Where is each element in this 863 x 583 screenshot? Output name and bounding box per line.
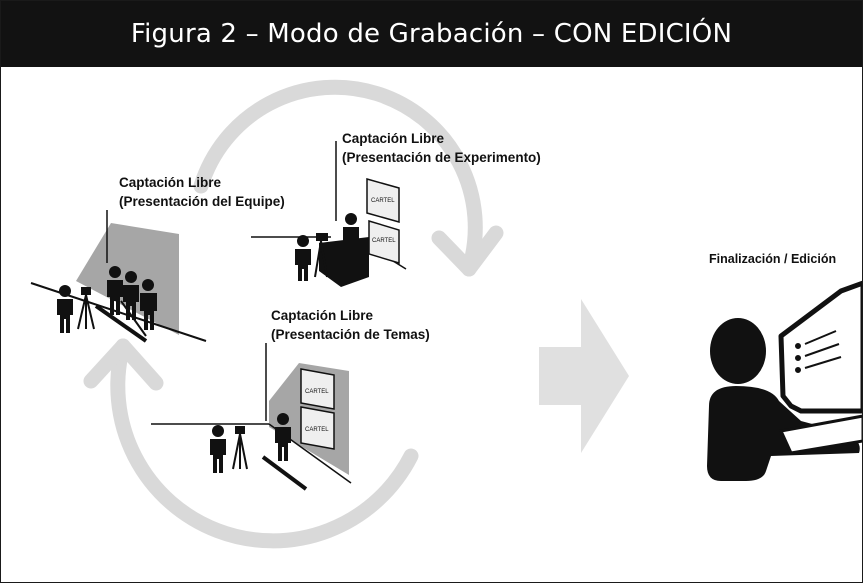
document-lines-icon — [795, 330, 842, 373]
track-team — [94, 304, 148, 343]
diagram-canvas: CARTEL CARTEL CARTEL CARTEL — [30, 79, 862, 549]
sign-board-topics-2 — [300, 406, 335, 450]
team-people-icon — [107, 266, 157, 330]
track-topics — [261, 455, 308, 491]
cycle-arrow-top-head — [431, 225, 504, 277]
sign-text-topics-1: CARTEL — [305, 389, 329, 395]
big-arrow-right — [539, 299, 629, 453]
keyboard — [778, 414, 862, 455]
label-team: Captación Libre (Presentación del Equipe… — [119, 173, 285, 211]
label-topics-line1: Captación Libre — [271, 308, 374, 323]
monitor-screen — [778, 280, 862, 414]
sign-text-topics-2: CARTEL — [305, 427, 329, 433]
presenter-topics-icon — [275, 413, 291, 461]
sign-text-experiment-2: CARTEL — [372, 238, 396, 244]
label-final: Finalización / Edición — [709, 250, 836, 269]
editor-head — [710, 318, 766, 384]
presenter-experiment-icon — [343, 213, 359, 241]
cameraman-topics-icon — [210, 425, 248, 473]
sign-board-experiment-1 — [366, 178, 400, 223]
cycle-arrow-top — [193, 79, 483, 277]
sign-text-experiment-1: CARTEL — [371, 198, 395, 204]
label-team-line2: (Presentación del Equipe) — [119, 194, 285, 209]
editor-at-computer-icon — [707, 280, 862, 481]
label-experiment: Captación Libre (Presentación de Experim… — [342, 129, 541, 167]
figure-title: Figura 2 – Modo de Grabación – CON EDICI… — [130, 19, 733, 49]
label-final-text: Finalización / Edición — [709, 252, 837, 266]
label-topics: Captación Libre (Presentación de Temas) — [271, 306, 430, 344]
label-team-line1: Captación Libre — [119, 175, 222, 190]
label-experiment-line2: (Presentación de Experimento) — [342, 150, 541, 165]
cycle-arrow-bottom-head — [83, 338, 164, 391]
cameraman-experiment-icon — [295, 233, 328, 281]
label-topics-line2: (Presentación de Temas) — [271, 327, 430, 342]
scene-experiment: CARTEL CARTEL — [251, 141, 407, 287]
cameraman-team-icon — [57, 285, 95, 333]
scene-team — [30, 210, 207, 343]
cycle-arrows — [83, 79, 504, 549]
cycle-arrow-bottom — [110, 338, 419, 549]
title-bar: Figura 2 – Modo de Grabación – CON EDICI… — [1, 1, 862, 67]
lab-bench — [319, 237, 369, 287]
sign-board-topics-1 — [300, 368, 335, 410]
label-experiment-line1: Captación Libre — [342, 131, 445, 146]
scene-topics: CARTEL CARTEL — [151, 343, 352, 491]
